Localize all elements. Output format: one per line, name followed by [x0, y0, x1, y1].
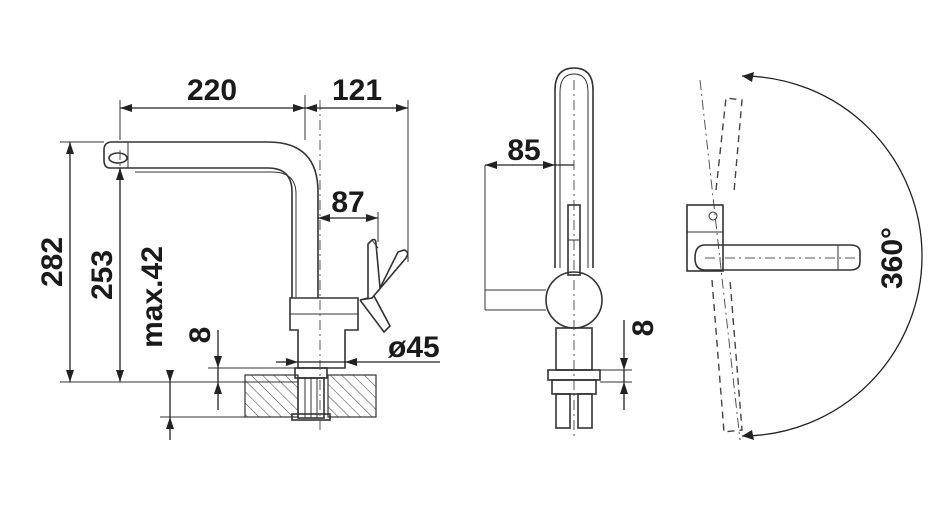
countertop-left	[244, 374, 299, 418]
dim-8-right: 8	[627, 320, 660, 337]
dim-282: 282	[36, 237, 69, 287]
dim-max-42: max.42	[136, 246, 169, 348]
spout-body	[103, 141, 319, 298]
swivel-arc	[741, 75, 923, 437]
spout-position-down	[711, 279, 743, 433]
dim-121: 121	[332, 74, 382, 107]
spout-position-up	[715, 97, 743, 193]
side-view: 85 8	[484, 67, 660, 440]
spout-position-main	[694, 244, 861, 271]
spray-head	[108, 152, 128, 164]
dim-diameter-45: ø45	[388, 331, 440, 364]
dim-8-left: 8	[184, 327, 217, 344]
dim-220: 220	[187, 74, 237, 107]
countertop-right	[327, 374, 377, 418]
dim-85: 85	[507, 134, 540, 167]
front-view: 220 121 87 282 253 max.42	[36, 74, 440, 440]
mounting-shank	[294, 367, 328, 379]
dim-360-degrees: 360°	[876, 227, 909, 289]
dim-87: 87	[331, 186, 364, 219]
dim-253: 253	[86, 250, 119, 300]
top-view: 360°	[686, 72, 923, 441]
base-column	[289, 297, 359, 369]
top-base	[686, 204, 724, 272]
lever-handle	[359, 238, 409, 301]
side-spout	[554, 67, 594, 268]
